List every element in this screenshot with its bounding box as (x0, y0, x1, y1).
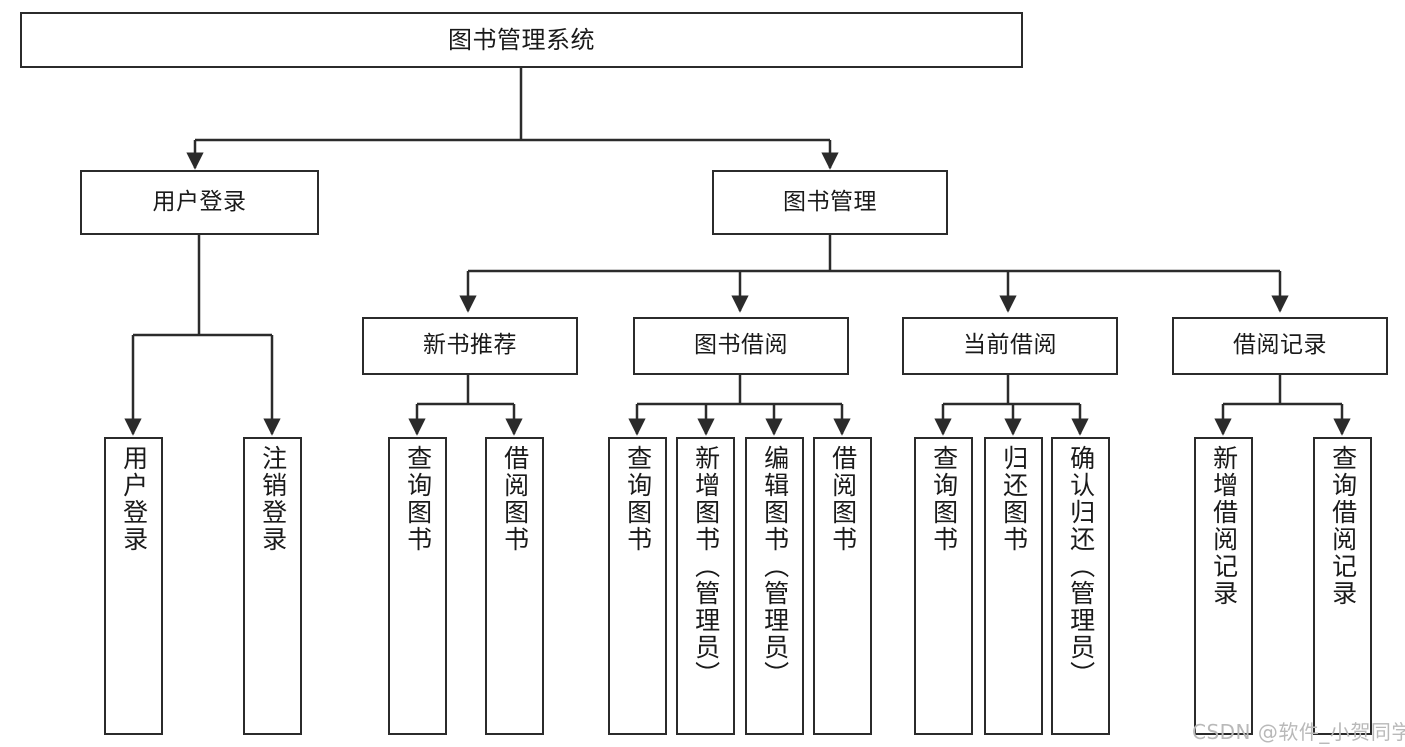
node-label: 图书管理系统 (448, 25, 595, 54)
node-label: 新书推荐 (423, 332, 517, 359)
leaf-borrow-query-book[interactable]: 查询图书 (608, 437, 667, 735)
node-label: 确认归还（管理员） (1066, 445, 1096, 688)
node-user-login[interactable]: 用户登录 (80, 170, 319, 235)
node-label: 当前借阅 (963, 332, 1057, 359)
leaf-logout[interactable]: 注销登录 (243, 437, 302, 735)
leaf-current-return-book[interactable]: 归还图书 (984, 437, 1043, 735)
node-borrow-record[interactable]: 借阅记录 (1172, 317, 1388, 375)
node-label: 注销登录 (258, 445, 288, 553)
leaf-current-query-book[interactable]: 查询图书 (914, 437, 973, 735)
node-new-book-recommend[interactable]: 新书推荐 (362, 317, 578, 375)
node-label: 借阅图书 (500, 445, 530, 553)
node-label: 新增图书（管理员） (691, 445, 721, 688)
node-label: 借阅图书 (828, 445, 858, 553)
node-label: 图书借阅 (694, 332, 788, 359)
node-label: 图书管理 (783, 188, 877, 215)
node-root-book-management-system[interactable]: 图书管理系统 (20, 12, 1023, 68)
node-label: 新增借阅记录 (1209, 445, 1239, 607)
leaf-record-query-borrow-record[interactable]: 查询借阅记录 (1313, 437, 1372, 735)
leaf-borrow-borrow-book[interactable]: 借阅图书 (813, 437, 872, 735)
node-label: 查询图书 (623, 445, 653, 553)
node-label: 用户登录 (152, 188, 247, 215)
leaf-new-book-query-book[interactable]: 查询图书 (388, 437, 447, 735)
node-book-borrow[interactable]: 图书借阅 (633, 317, 849, 375)
leaf-current-confirm-return-admin[interactable]: 确认归还（管理员） (1051, 437, 1110, 735)
node-label: 查询图书 (403, 445, 433, 553)
node-book-management[interactable]: 图书管理 (712, 170, 948, 235)
leaf-user-login[interactable]: 用户登录 (104, 437, 163, 735)
leaf-record-add-borrow-record[interactable]: 新增借阅记录 (1194, 437, 1253, 735)
node-current-borrow[interactable]: 当前借阅 (902, 317, 1118, 375)
leaf-borrow-edit-book-admin[interactable]: 编辑图书（管理员） (745, 437, 804, 735)
node-label: 查询借阅记录 (1328, 445, 1358, 607)
leaf-new-book-borrow-book[interactable]: 借阅图书 (485, 437, 544, 735)
node-label: 用户登录 (119, 445, 149, 553)
node-label: 查询图书 (929, 445, 959, 553)
leaf-borrow-add-book-admin[interactable]: 新增图书（管理员） (676, 437, 735, 735)
node-label: 归还图书 (999, 445, 1029, 553)
node-label: 编辑图书（管理员） (760, 445, 790, 688)
csdn-watermark: CSDN @软件_小贺同学 (1192, 720, 1405, 744)
node-label: 借阅记录 (1233, 332, 1327, 359)
